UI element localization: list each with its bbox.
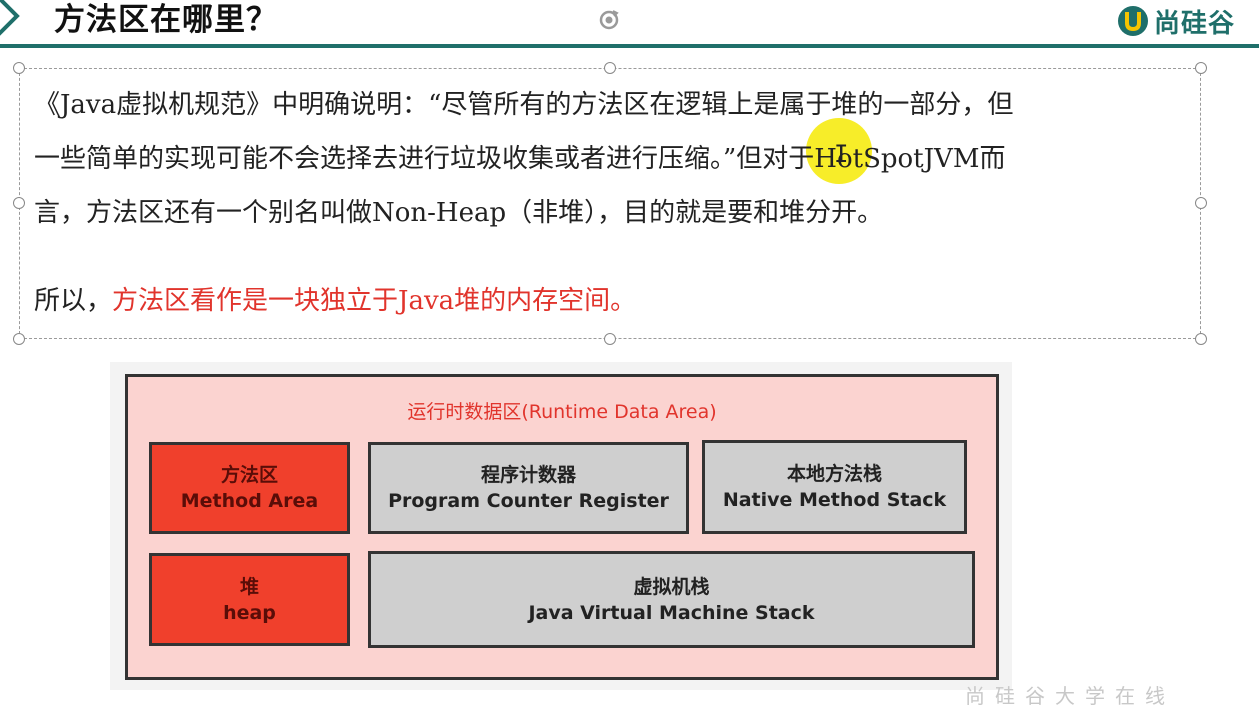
pc-register-cn: 程序计数器 bbox=[480, 464, 576, 486]
resize-handle-top-right[interactable] bbox=[1195, 62, 1207, 74]
logo-text: 尚硅谷 bbox=[1154, 8, 1236, 39]
diamond-bullet-icon bbox=[0, 0, 20, 36]
jvm-stack-en: Java Virtual Machine Stack bbox=[528, 601, 815, 624]
heap-cn: 堆 bbox=[239, 575, 259, 598]
method-area-cn: 方法区 bbox=[220, 464, 278, 486]
conclusion-prefix: 所以， bbox=[34, 286, 113, 316]
pc-register-box: 程序计数器 Program Counter Register bbox=[368, 442, 689, 534]
jvm-stack-cn: 虚拟机栈 bbox=[633, 575, 710, 598]
brand-logo: 尚硅谷 bbox=[1118, 2, 1235, 40]
page-title: 方法区在哪里？ bbox=[54, 2, 278, 38]
header-divider bbox=[0, 44, 1259, 48]
slide-header: 方法区在哪里？ 尚硅谷 bbox=[0, 0, 1259, 48]
resize-handle-top-center[interactable] bbox=[604, 62, 616, 74]
resize-handle-top-left[interactable] bbox=[13, 62, 25, 74]
text-cursor-icon: I bbox=[834, 140, 849, 168]
logo-mark-icon bbox=[1118, 6, 1148, 36]
method-area-box: 方法区 Method Area bbox=[149, 442, 350, 534]
resize-handle-bottom-center[interactable] bbox=[604, 333, 616, 345]
heap-en: heap bbox=[223, 601, 276, 624]
paragraph-line-4: 所以，方法区看作是一块独立于Java堆的内存空间。 bbox=[34, 274, 1184, 328]
conclusion-highlight: 方法区看作是一块独立于Java堆的内存空间。 bbox=[112, 286, 637, 316]
native-stack-en: Native Method Stack bbox=[722, 489, 947, 511]
heap-box: 堆 heap bbox=[149, 553, 350, 646]
cursor-highlight bbox=[806, 118, 872, 184]
rotate-handle-icon[interactable] bbox=[596, 6, 622, 32]
paragraph-line-3: 言，方法区还有一个别名叫做Non-Heap（非堆），目的就是要和堆分开。 bbox=[34, 198, 884, 228]
jvm-stack-box: 虚拟机栈 Java Virtual Machine Stack bbox=[368, 551, 975, 648]
resize-handle-bottom-left[interactable] bbox=[13, 333, 25, 345]
resize-handle-middle-left[interactable] bbox=[13, 197, 25, 209]
resize-handle-bottom-right[interactable] bbox=[1195, 333, 1207, 345]
paragraph-line-1: 《Java虚拟机规范》中明确说明：“尽管所有的方法区在逻辑上是属于堆的一部分，但 bbox=[34, 90, 1014, 120]
diagram-title: 运行时数据区(Runtime Data Area) bbox=[407, 401, 717, 423]
native-method-stack-box: 本地方法栈 Native Method Stack bbox=[702, 440, 967, 534]
method-area-en: Method Area bbox=[180, 490, 319, 512]
paragraph-line-2: 一些简单的实现可能不会选择去进行垃圾收集或者进行压缩。”但对于HotSpotJV… bbox=[34, 144, 1006, 174]
pc-register-en: Program Counter Register bbox=[388, 490, 669, 512]
resize-handle-middle-right[interactable] bbox=[1195, 197, 1207, 209]
native-stack-cn: 本地方法栈 bbox=[786, 463, 882, 485]
